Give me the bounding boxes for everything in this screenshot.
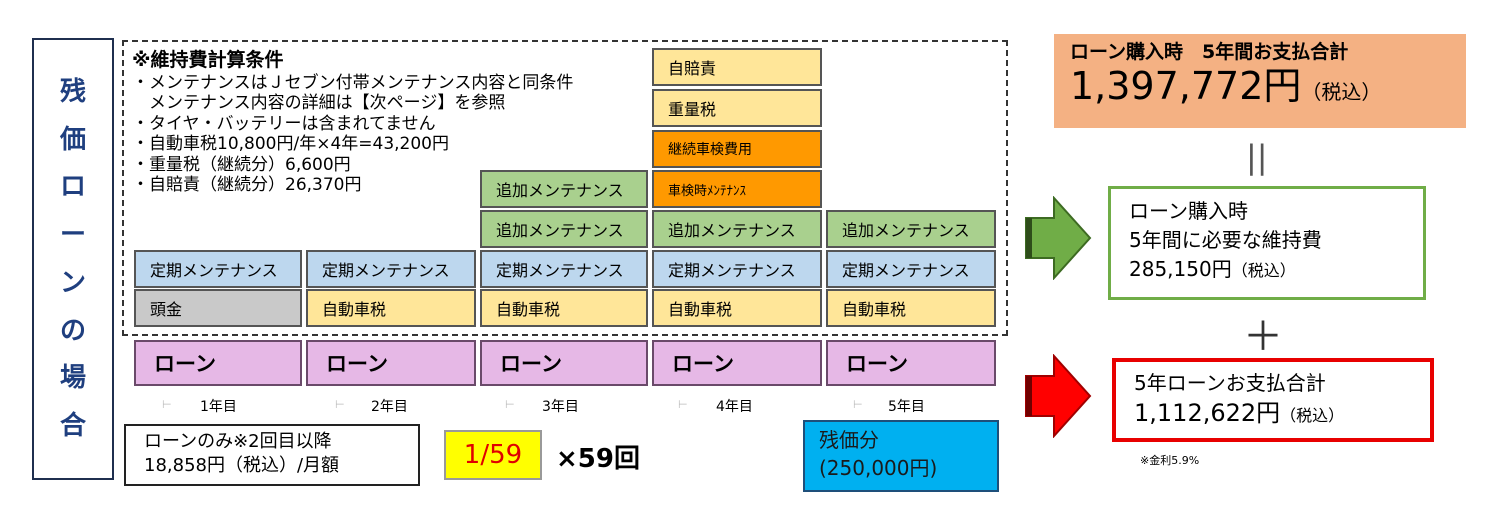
- car-tax-box: 自動車税: [826, 289, 996, 327]
- vertical-title: 残 価 ロ ー ン の 場 合: [32, 38, 114, 480]
- conditions-heading: ※維持費計算条件: [132, 49, 284, 71]
- loan-bar: ローン: [826, 340, 996, 386]
- year-label: 3年目: [542, 399, 579, 415]
- car-tax-box: 自動車税: [306, 289, 476, 327]
- maintenance-tax: （税込）: [1231, 261, 1296, 280]
- year-tick: ⊢: [162, 398, 172, 411]
- jibaiseki-box: 自賠責: [652, 48, 822, 86]
- monthly-payment-box: ローンのみ※2回目以降 18,858円（税込）/月額: [124, 424, 420, 486]
- maintenance-amount-line: 285,150円（税込）: [1129, 255, 1423, 285]
- loan-payment-tax: （税込）: [1280, 406, 1345, 425]
- additional-maintenance-box: 追加メンテナンス: [480, 170, 648, 208]
- conditions-line: ・メンテナンスはＪセブン付帯メンテナンス内容と同条件: [132, 72, 574, 93]
- maintenance-area: [122, 40, 1008, 336]
- plus-sign: ＋: [1243, 314, 1283, 360]
- additional-maintenance-box: 追加メンテナンス: [652, 210, 822, 248]
- red-arrow-icon: [1025, 354, 1092, 438]
- total-payment-amount: 1,397,772円: [1070, 64, 1302, 108]
- loan-bar: ローン: [652, 340, 822, 386]
- residual-amount: (250,000円): [819, 456, 938, 480]
- additional-maintenance-box: 追加メンテナンス: [826, 210, 996, 248]
- total-payment-line: 1,397,772円（税込）: [1070, 64, 1466, 114]
- shaken-maintenance-box: 車検時ﾒﾝﾃﾅﾝｽ: [652, 170, 822, 208]
- conditions-text: ※維持費計算条件 ・メンテナンスはＪセブン付帯メンテナンス内容と同条件 メンテナ…: [132, 50, 652, 196]
- car-tax-box: 自動車税: [652, 289, 822, 327]
- total-payment-tax: （税込）: [1301, 80, 1382, 104]
- conditions-line: ・自動車税10,800円/年×4年=43,200円: [132, 134, 449, 154]
- regular-maintenance-box: 定期メンテナンス: [134, 250, 302, 288]
- loan-bar: ローン: [134, 340, 302, 386]
- year-tick: ⊢: [678, 398, 688, 411]
- loan-payment-amount: 1,112,622円: [1134, 399, 1281, 427]
- vertical-title-char: 残: [59, 76, 86, 107]
- vertical-title-char: 合: [59, 411, 86, 442]
- green-arrow-icon: [1025, 196, 1092, 280]
- vertical-title-char: ン: [59, 267, 86, 298]
- year-label: 1年目: [200, 399, 237, 415]
- vertical-title-char: ー: [59, 220, 86, 251]
- vertical-title-char: の: [59, 315, 86, 346]
- vertical-title-char: ロ: [59, 172, 86, 203]
- regular-maintenance-box: 定期メンテナンス: [480, 250, 648, 288]
- loan-bar: ローン: [306, 340, 476, 386]
- year-label: 2年目: [371, 399, 408, 415]
- year-label: 5年目: [888, 399, 925, 415]
- loan-payment-amount-line: 1,112,622円（税込）: [1134, 398, 1430, 431]
- year-tick: ⊢: [335, 398, 345, 411]
- regular-maintenance-box: 定期メンテナンス: [826, 250, 996, 288]
- monthly-payment-label: ローンのみ※2回目以降: [144, 431, 332, 452]
- loan-payment-box: 5年ローンお支払合計 1,112,622円（税込）: [1112, 358, 1434, 442]
- residual-label: 残価分: [819, 428, 879, 452]
- total-payment-box: ローン購入時 5年間お支払合計 1,397,772円（税込）: [1054, 34, 1466, 128]
- loan-bar: ローン: [480, 340, 648, 386]
- conditions-line: メンテナンス内容の詳細は【次ページ】を参照: [132, 93, 506, 113]
- loan-payment-label: 5年ローンお支払合計: [1134, 371, 1326, 395]
- maintenance-line1: ローン購入時: [1129, 199, 1248, 223]
- conditions-line: ・自賠責（継続分）26,370円: [132, 175, 362, 195]
- year-tick: ⊢: [853, 398, 863, 411]
- residual-value-box: 残価分 (250,000円): [803, 420, 999, 492]
- car-tax-box: 自動車税: [480, 289, 648, 327]
- fraction-box: 1/59: [444, 430, 542, 480]
- maintenance-cost-box: ローン購入時 5年間に必要な維持費 285,150円（税込）: [1108, 186, 1426, 300]
- additional-maintenance-box: 追加メンテナンス: [480, 210, 648, 248]
- year-tick: ⊢: [505, 398, 515, 411]
- year-label: 4年目: [716, 399, 753, 415]
- juryozei-box: 重量税: [652, 89, 822, 127]
- maintenance-amount: 285,150円: [1129, 257, 1232, 281]
- interest-rate-note: ※金利5.9%: [1140, 454, 1200, 467]
- vertical-title-char: 場: [59, 363, 86, 394]
- monthly-payment-amount: 18,858円（税込）/月額: [144, 455, 340, 476]
- conditions-line: ・タイヤ・バッテリーは含まれてません: [132, 113, 436, 134]
- times-label: ×59回: [556, 444, 640, 474]
- total-payment-label: ローン購入時 5年間お支払合計: [1070, 41, 1349, 63]
- maintenance-line2: 5年間に必要な維持費: [1129, 228, 1322, 252]
- down-payment-box: 頭金: [134, 289, 302, 327]
- keizoku-shaken-box: 継続車検費用: [652, 130, 822, 168]
- regular-maintenance-box: 定期メンテナンス: [652, 250, 822, 288]
- regular-maintenance-box: 定期メンテナンス: [306, 250, 476, 288]
- vertical-title-char: 価: [59, 124, 86, 155]
- conditions-line: ・重量税（継続分）6,600円: [132, 154, 351, 175]
- equals-sign: ||: [1246, 138, 1268, 176]
